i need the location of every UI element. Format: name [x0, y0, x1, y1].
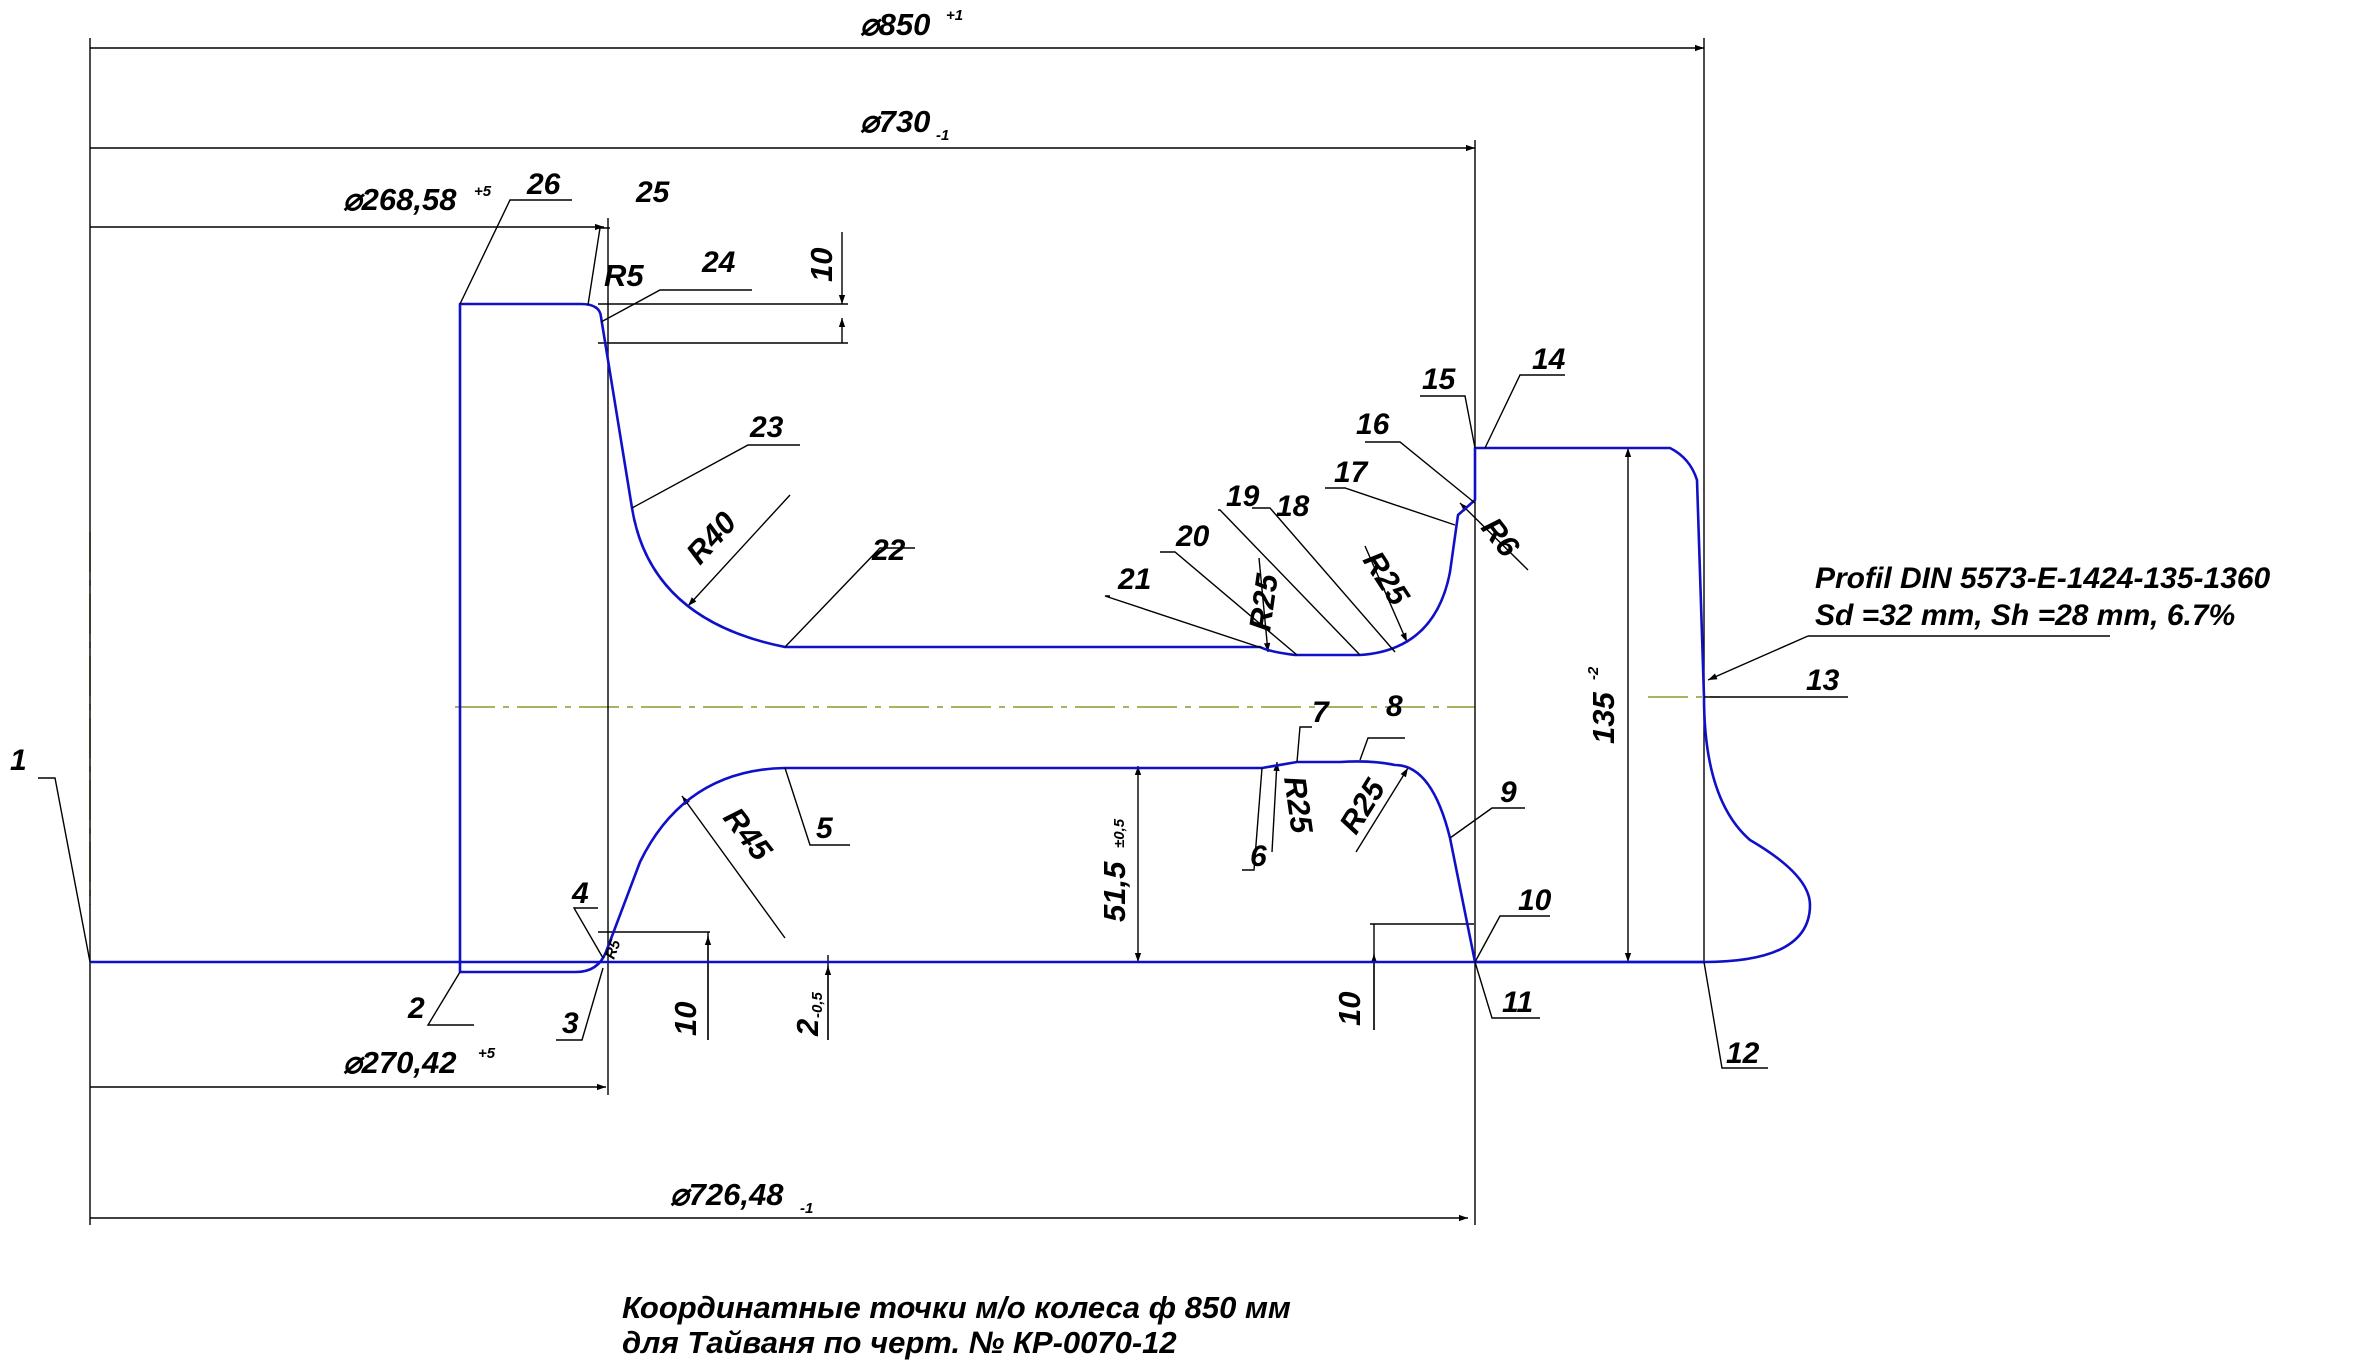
dim-730: ⌀730 — [860, 104, 930, 139]
point-label-17: 17 — [1334, 456, 1369, 489]
svg-text:-1: -1 — [800, 1200, 813, 1217]
point-leaders — [38, 199, 1848, 1069]
radius-r5: R5 — [604, 258, 644, 293]
point-label-22: 22 — [871, 534, 906, 567]
point-label-21: 21 — [1117, 563, 1151, 596]
point-label-26: 26 — [526, 168, 561, 201]
point-label-3: 3 — [562, 1007, 579, 1040]
svg-text:+5: +5 — [474, 183, 492, 200]
profile-note-line2: Sd =32 mm, Sh =28 mm, 6.7% — [1815, 599, 2235, 632]
extension-lines — [89, 38, 1705, 1225]
svg-text:±0,5: ±0,5 — [1111, 818, 1128, 848]
point-label-9: 9 — [1500, 776, 1517, 809]
dim-135: 135 — [1586, 692, 1621, 744]
dim-10-right: 10 — [1332, 992, 1367, 1026]
radius-r6: R6 — [1474, 511, 1526, 564]
radius-leaders — [681, 494, 1529, 939]
radius-r40: R40 — [679, 505, 743, 571]
point-label-24: 24 — [701, 246, 736, 279]
radius-r25-lower-right: R25 — [1332, 772, 1392, 839]
dim-10-left: 10 — [668, 1002, 703, 1036]
dimension-texts: ⌀850 +1 ⌀730 -1 ⌀268,58 +5 ⌀270,42 +5 ⌀7… — [343, 7, 1621, 1217]
radius-r25-lower-left: R25 — [1277, 774, 1320, 836]
point-label-11: 11 — [1502, 986, 1533, 1019]
profile-pointer — [1707, 635, 1809, 681]
dim-850: ⌀850 — [860, 7, 930, 42]
profile-note-line1: Profil DIN 5573-E-1424-135-1360 — [1815, 562, 2271, 595]
svg-text:-0,5: -0,5 — [809, 991, 826, 1018]
point-label-25: 25 — [635, 176, 671, 209]
point-label-16: 16 — [1356, 408, 1390, 441]
dim-270: ⌀270,42 — [343, 1045, 456, 1080]
dimension-lines — [90, 44, 1704, 1222]
caption-line2: для Тайваня по черт. № КР-0070-12 — [622, 1325, 1177, 1360]
point-label-4: 4 — [571, 877, 589, 910]
radius-r25-upper-right: R25 — [1356, 545, 1417, 612]
point-label-5: 5 — [816, 812, 834, 845]
point-label-12: 12 — [1726, 1037, 1760, 1070]
radius-r25-upper-left: R25 — [1242, 571, 1285, 633]
radius-small: R5 — [602, 937, 625, 961]
point-label-15: 15 — [1422, 363, 1457, 396]
point-label-14: 14 — [1532, 343, 1566, 376]
point-label-23: 23 — [749, 411, 784, 444]
point-numbers: 1 2 3 4 5 6 7 8 9 10 11 12 13 14 15 16 1… — [10, 168, 1840, 1070]
svg-text:-2: -2 — [1585, 666, 1602, 680]
point-label-10: 10 — [1518, 884, 1552, 917]
point-label-20: 20 — [1175, 520, 1210, 553]
wheel-profile — [90, 302, 1812, 974]
svg-text:+5: +5 — [478, 1045, 496, 1062]
point-label-2: 2 — [407, 992, 425, 1025]
point-label-8: 8 — [1386, 690, 1403, 723]
dim-2: 2 — [790, 1019, 825, 1037]
svg-text:-1: -1 — [936, 127, 949, 144]
dim-268: ⌀268,58 — [343, 182, 457, 217]
point-label-7: 7 — [1312, 696, 1330, 729]
caption-line1: Координатные точки м/о колеса ф 850 мм — [622, 1290, 1291, 1325]
point-label-6: 6 — [1250, 840, 1267, 873]
drawing-caption: Координатные точки м/о колеса ф 850 мм д… — [622, 1290, 1291, 1360]
point-label-18: 18 — [1276, 490, 1310, 523]
svg-text:+1: +1 — [946, 7, 963, 24]
point-label-13: 13 — [1806, 664, 1840, 697]
point-label-19: 19 — [1226, 480, 1260, 513]
dim-726: ⌀726,48 — [670, 1177, 784, 1212]
dim-51: 51,5 — [1097, 861, 1132, 922]
point-label-1: 1 — [10, 744, 27, 777]
dim-10-top: 10 — [804, 248, 839, 282]
